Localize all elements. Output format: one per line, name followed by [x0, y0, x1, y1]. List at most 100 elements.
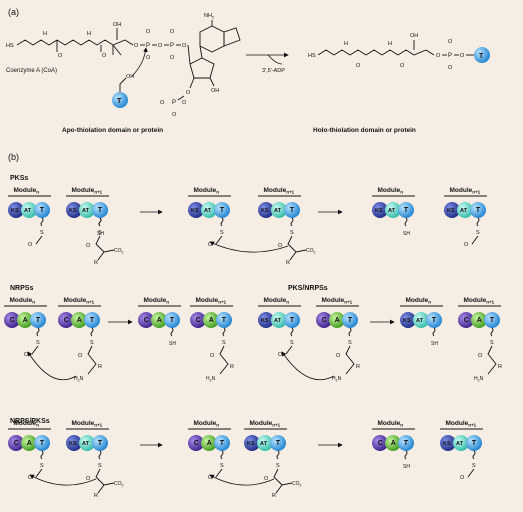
- coa-hs-atom: HS: [6, 43, 14, 49]
- nrpspks-s3-module-n-t-label: T: [404, 440, 409, 447]
- nrpspks-s1-malonyl-s: S: [98, 463, 102, 469]
- pksnrps-s1-acyl-tether: [290, 327, 294, 337]
- pks-s3-holo-tether: [404, 217, 408, 227]
- nrps-s2-module-n-a-domain: [151, 312, 167, 328]
- nrps-s2-dipeptidyl-o: O: [210, 353, 215, 359]
- nrpspks-s2-module-n-c-label: C: [194, 440, 199, 447]
- pksnrps-s1-module-n1-t-domain: [342, 312, 358, 328]
- nrpspks-s2-malonyl-o: O: [264, 476, 269, 482]
- coa-p-atom-1: P: [146, 43, 150, 49]
- pksnrps-s1-acyl-o: O: [278, 352, 283, 358]
- pks-s2-module-n1-ks-domain: [258, 202, 274, 218]
- nrps-s1-module-n1-c-domain: [58, 312, 74, 328]
- holo-o-atom-1: O: [356, 63, 361, 69]
- nrps-s2-dipeptidyl-tether: [222, 327, 226, 337]
- pks-s1-module-n1-ks-domain: [66, 202, 82, 218]
- holo-product-structure: HS H O H O OH O P O O O T: [308, 33, 490, 71]
- nrps-s2-module-n1-c-label: C: [196, 317, 201, 324]
- nrpspks-s1-module-n1-ks-domain: [66, 435, 82, 451]
- nrpspks-s3-module-n-title: Modulen: [378, 420, 404, 428]
- nrps-s2-module-n1-t-domain: [216, 312, 232, 328]
- pksnrps-s1-module-n-at-domain: [271, 312, 287, 328]
- nrpspks-s1-module-n1-at-label: AT: [82, 441, 90, 447]
- pks-s2-malonyl-r: R: [286, 260, 290, 266]
- pks-s1-acyl-s: S: [40, 230, 44, 236]
- pks-s3-module-n1-at-domain: [457, 202, 473, 218]
- pksnrps-s1-module-n-t-label: T: [290, 317, 295, 324]
- nrpspks-s1-malonyl-o: O: [86, 476, 91, 482]
- pks-s1-malonyl-tether: [98, 217, 102, 227]
- nrps-s1-module-n-a-label: A: [23, 317, 28, 324]
- nrpspks-s3-module-n1-ks-label: KS: [443, 441, 451, 447]
- ribose-p-o-bottom: O: [172, 112, 177, 118]
- pksnrps-s2-product-s: S: [490, 340, 494, 346]
- nrpspks-s3-module-n-a-domain: [385, 435, 401, 451]
- coa-chain-bonds: [16, 39, 114, 46]
- holo-t-domain-circle: [474, 47, 490, 63]
- pks-s2-malonyl-s: S: [290, 230, 294, 236]
- nrps-s1-aminoacyl-tether: [90, 327, 94, 337]
- pksnrps-s1-module-n1-a-domain: [329, 312, 345, 328]
- pks-s1-module-n-at-domain: [21, 202, 37, 218]
- pks-s2-malonyl-tether: [290, 217, 294, 227]
- pksnrps-s1-aminoacyl-r: R: [356, 364, 360, 370]
- nrps-s1-module-n1-a-domain: [71, 312, 87, 328]
- nrpspks-s1-module-n-a-domain: [21, 435, 37, 451]
- nrps-s1-aminoacyl-r: R: [98, 364, 102, 370]
- pks-s1-malonyl-co2: CO2: [114, 248, 124, 255]
- nrpspks-s2-module-n-a-domain: [201, 435, 217, 451]
- nrpspks-s2-malonyl-s: S: [276, 463, 280, 469]
- pksnrps-s2-product-tether: [490, 327, 494, 337]
- pks-s2-module-n-ks-domain: [188, 202, 204, 218]
- nrpspks-s2-module-n-t-label: T: [220, 440, 225, 447]
- pks-s2-module-n-title: Modulen: [194, 187, 220, 195]
- nucleophilic-attack-arrow: [131, 47, 148, 77]
- pks-s2-module-n1-at-domain: [271, 202, 287, 218]
- nrpspks-s1-module-n1-ks-label: KS: [69, 441, 77, 447]
- nrps-s1-module-n1-t-domain: [84, 312, 100, 328]
- pksnrps-s2-holo-tether: [432, 327, 436, 337]
- nrpspks-s1-module-n1-at-domain: [79, 435, 95, 451]
- pks-s1-module-n1-t-label: T: [98, 207, 103, 214]
- nrpspks-s1-malonyl-co2: CO2: [114, 481, 124, 488]
- pks-s1-holo-sh: SH: [97, 231, 104, 237]
- nrpspks-s3-module-n1-t-label: T: [472, 440, 477, 447]
- nrps-s2-holo-tether: [170, 327, 174, 337]
- pks-s1-module-n-ks-label: KS: [11, 208, 19, 214]
- holo-oh-atom: OH: [410, 33, 418, 39]
- coa-p-atom-2: P: [170, 43, 174, 49]
- pks-s2-module-n-ks-label: KS: [191, 208, 199, 214]
- coa-o-atom-1: O: [58, 53, 63, 59]
- nrpspks-s3-module-n1-title: Modulen+1: [446, 420, 477, 428]
- pksnrps-s1-aminoacyl-s: S: [348, 340, 352, 346]
- nrps-s1-module-n-t-domain: [30, 312, 46, 328]
- nrpspks-s1-malonyl-r: R: [94, 493, 98, 499]
- pks-s3-holo-sh: SH: [403, 231, 410, 237]
- pks-s3-module-n-at-label: AT: [388, 208, 396, 214]
- nrpspks-s3-module-n1-t-domain: [466, 435, 482, 451]
- coenzyme-a-structure: HS H O H O OH O P O O O P O O O NH2 OH: [6, 13, 241, 118]
- coa-o-atom-5: O: [146, 55, 151, 61]
- pksnrps-s1-module-n-ks-domain: [258, 312, 274, 328]
- nrps-s1-module-n-title: Modulen: [10, 297, 36, 305]
- pks-s3-module-n1-t-label: T: [476, 207, 481, 214]
- nrpspks-s1-module-n-t-domain: [34, 435, 50, 451]
- pksnrps-s1-module-n1-title: Modulen+1: [322, 297, 353, 305]
- coa-o-atom-8: O: [170, 55, 175, 61]
- nrpspks-s2-module-n1-ks-label: KS: [247, 441, 255, 447]
- nrpspks-s3-module-n-a-label: A: [391, 440, 396, 447]
- panel-b-label: (b): [8, 152, 19, 162]
- nrpspks-s3-holo-tether: [404, 450, 408, 460]
- ribose-ring: [189, 57, 215, 79]
- pksnrps-s1-attack-arrow: [281, 351, 335, 381]
- holo-caption: Holo-thiolation domain or protein: [313, 127, 416, 134]
- pks-s2-module-n1-at-label: AT: [274, 208, 282, 214]
